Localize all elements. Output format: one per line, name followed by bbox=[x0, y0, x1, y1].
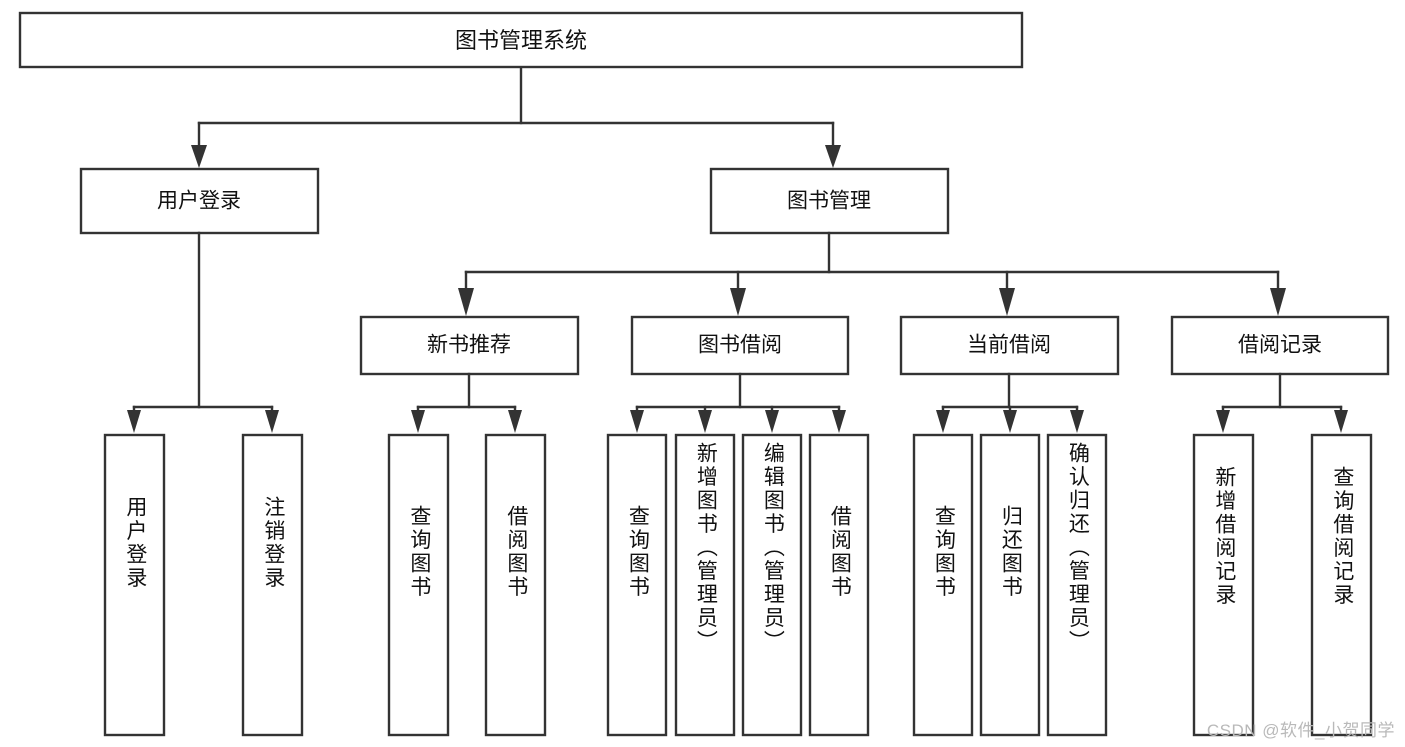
node-current-borrow[interactable]: 当前借阅 bbox=[899, 315, 1120, 376]
node-user-login-label: 用户登录 bbox=[157, 190, 241, 213]
connector-group-root bbox=[191, 65, 841, 168]
arrow-head-leaf-query-book-1 bbox=[411, 410, 425, 433]
node-leaf-add-book-box[interactable] bbox=[674, 433, 736, 737]
connector-group-new-book-rec bbox=[411, 372, 522, 433]
node-book-borrow-label: 图书借阅 bbox=[698, 334, 782, 357]
arrow-head-leaf-query-record bbox=[1334, 410, 1348, 433]
arrow-head-leaf-return-book bbox=[1003, 410, 1017, 433]
node-new-book-rec[interactable]: 新书推荐 bbox=[359, 315, 580, 376]
node-root[interactable]: 图书管理系统 bbox=[18, 11, 1024, 69]
arrow-head-leaf-borrow-book-2 bbox=[832, 410, 846, 433]
node-leaf-return-book-box[interactable] bbox=[979, 433, 1041, 737]
arrow-head-leaf-logout bbox=[265, 410, 279, 433]
node-leaf-logout-box[interactable] bbox=[241, 433, 304, 737]
arrow-head-leaf-query-book-2 bbox=[630, 410, 644, 433]
arrow-head-leaf-user-login bbox=[127, 410, 141, 433]
node-book-manage-box[interactable] bbox=[709, 167, 950, 235]
arrow-head-user-login bbox=[191, 145, 207, 168]
node-book-manage[interactable]: 图书管理 bbox=[709, 167, 950, 235]
node-book-manage-label: 图书管理 bbox=[787, 190, 871, 213]
arrow-head-new-book-rec bbox=[458, 288, 474, 316]
node-root-box[interactable] bbox=[18, 11, 1024, 69]
connector-group-user-login bbox=[127, 231, 279, 433]
arrow-head-leaf-add-record bbox=[1216, 410, 1230, 433]
node-book-borrow-box[interactable] bbox=[630, 315, 850, 376]
connector-group-borrow-record bbox=[1216, 372, 1348, 433]
node-book-borrow[interactable]: 图书借阅 bbox=[630, 315, 850, 376]
connector-group-book-borrow bbox=[630, 372, 846, 433]
arrow-head-book-manage bbox=[825, 145, 841, 168]
node-current-borrow-label: 当前借阅 bbox=[967, 334, 1051, 357]
arrow-head-borrow-record bbox=[1270, 288, 1286, 316]
node-leaf-query-record-box[interactable] bbox=[1310, 433, 1373, 737]
node-leaf-confirm-return-box[interactable] bbox=[1046, 433, 1108, 737]
node-leaf-borrow-book-2-box[interactable] bbox=[808, 433, 870, 737]
csdn-watermark: CSDN @软件_小贺同学 bbox=[1206, 721, 1395, 740]
node-borrow-record-label: 借阅记录 bbox=[1238, 334, 1322, 357]
arrow-head-book-borrow bbox=[730, 288, 746, 316]
arrow-head-leaf-add-book bbox=[698, 410, 712, 433]
leaf-boxes-group bbox=[103, 433, 1373, 737]
node-leaf-edit-book-box[interactable] bbox=[741, 433, 803, 737]
arrow-head-current-borrow bbox=[999, 288, 1015, 316]
node-leaf-add-record-box[interactable] bbox=[1192, 433, 1255, 737]
node-borrow-record[interactable]: 借阅记录 bbox=[1170, 315, 1390, 376]
node-root-label: 图书管理系统 bbox=[455, 28, 587, 53]
node-new-book-rec-box[interactable] bbox=[359, 315, 580, 376]
node-borrow-record-box[interactable] bbox=[1170, 315, 1390, 376]
node-leaf-user-login-box[interactable] bbox=[103, 433, 166, 737]
connector-group-current-borrow bbox=[936, 372, 1084, 433]
node-leaf-query-book-2-box[interactable] bbox=[606, 433, 668, 737]
node-current-borrow-box[interactable] bbox=[899, 315, 1120, 376]
node-leaf-query-book-3-box[interactable] bbox=[912, 433, 974, 737]
connector-group-book-manage bbox=[458, 231, 1286, 316]
node-leaf-query-book-1-box[interactable] bbox=[387, 433, 450, 737]
node-leaf-borrow-book-1-box[interactable] bbox=[484, 433, 547, 737]
arrow-head-leaf-edit-book bbox=[765, 410, 779, 433]
node-new-book-rec-label: 新书推荐 bbox=[427, 334, 511, 357]
arrow-head-leaf-confirm-return bbox=[1070, 410, 1084, 433]
node-user-login[interactable]: 用户登录 bbox=[79, 167, 320, 235]
arrow-head-leaf-query-book-3 bbox=[936, 410, 950, 433]
arrow-head-leaf-borrow-book-1 bbox=[508, 410, 522, 433]
